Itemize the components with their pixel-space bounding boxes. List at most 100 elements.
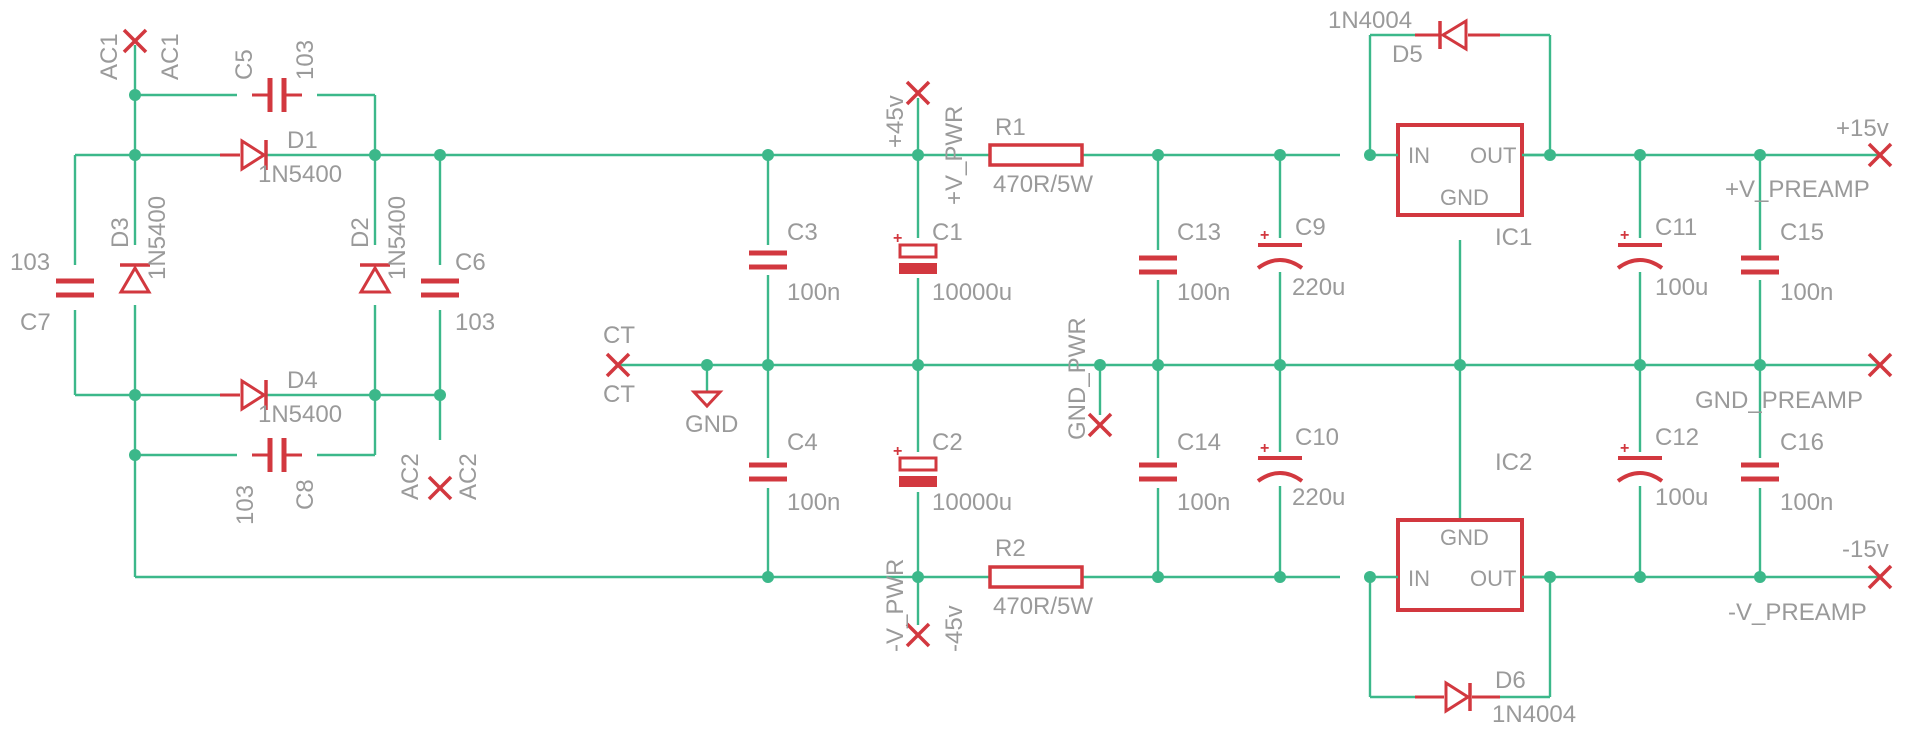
c11-name-label: C11 (1655, 214, 1697, 241)
junction-dot (434, 389, 446, 401)
c1-value-label: 10000u (932, 279, 1012, 306)
diode-d1-icon (220, 138, 268, 172)
svg-text:+: + (1620, 440, 1629, 457)
ac2-terminal-x-icon (427, 475, 453, 501)
d6-name-label: D6 (1495, 667, 1526, 694)
ac1-net-label: AC1 (96, 33, 123, 80)
r1-value-label: 470R/5W (993, 171, 1093, 198)
ic1-gnd-label: GND (1440, 185, 1489, 210)
junction-dot (762, 359, 774, 371)
ct-terminal-x-icon (605, 352, 631, 378)
c15-name-label: C15 (1780, 219, 1824, 246)
neg15-net-label: -15v (1842, 536, 1889, 563)
ac1-terminal-x-icon (122, 28, 148, 54)
junction-dot (1274, 149, 1286, 161)
c6-name-label: C6 (455, 249, 486, 276)
capacitor-c12-electrolytic-icon: + (1615, 440, 1665, 486)
c7-name-label: C7 (20, 309, 51, 336)
junction-dot (1094, 359, 1106, 371)
ct-net-label-2: CT (603, 381, 635, 408)
capacitor-c3-icon (748, 245, 788, 275)
neg45-terminal-x-icon (905, 622, 931, 648)
c9-name-label: C9 (1295, 214, 1326, 241)
r1-name-label: R1 (995, 114, 1026, 141)
capacitor-c15-icon (1740, 250, 1780, 280)
c13-value-label: 100n (1177, 279, 1230, 306)
junction-dot (369, 389, 381, 401)
ic2-out-label: OUT (1470, 566, 1516, 591)
ic1-name-label: IC1 (1495, 224, 1532, 251)
capacitor-c9-electrolytic-icon: + (1255, 227, 1305, 272)
junction-dot (762, 149, 774, 161)
neg15-terminal-x-icon (1867, 564, 1893, 590)
vpreamp-pos-net-label: +V_PREAMP (1725, 176, 1870, 203)
resistor-r1-icon (988, 143, 1084, 167)
ic1-in-label: IN (1408, 143, 1430, 168)
diode-d4-icon (220, 378, 268, 412)
pos15-net-label: +15v (1836, 115, 1889, 142)
capacitor-c1-polarized-icon: + (893, 230, 940, 278)
r2-name-label: R2 (995, 535, 1026, 562)
c13-name-label: C13 (1177, 219, 1221, 246)
junction-dot (1274, 359, 1286, 371)
c4-value-label: 100n (787, 489, 840, 516)
junction-dot (1152, 571, 1164, 583)
junction-dot (1754, 149, 1766, 161)
c6-value-label: 103 (455, 309, 495, 336)
junction-dot (129, 389, 141, 401)
junction-dot (1152, 149, 1164, 161)
capacitor-c8-icon (252, 438, 302, 472)
c14-value-label: 100n (1177, 489, 1230, 516)
r2-value-label: 470R/5W (993, 593, 1093, 620)
d1-name-label: D1 (287, 127, 318, 154)
junctions (129, 89, 1766, 583)
capacitor-c11-electrolytic-icon: + (1615, 227, 1665, 272)
junction-dot (1274, 571, 1286, 583)
regulator-ic1-icon (1396, 123, 1524, 217)
ac1-net-label-2: AC1 (157, 33, 184, 80)
d1-value-label: 1N5400 (258, 161, 342, 188)
capacitor-c16-icon (1740, 458, 1780, 488)
junction-dot (1754, 359, 1766, 371)
c1-name-label: C1 (932, 219, 963, 246)
junction-dot (434, 149, 446, 161)
d5-name-label: D5 (1392, 41, 1423, 68)
d2-name-label: D2 (347, 217, 374, 248)
svg-text:+: + (1620, 227, 1629, 244)
c2-name-label: C2 (932, 429, 963, 456)
junction-dot (129, 149, 141, 161)
gnd-preamp-net-label: GND_PREAMP (1695, 387, 1863, 414)
ac2-net-label-2: AC2 (455, 453, 482, 500)
ac2-net-label: AC2 (397, 453, 424, 500)
gndpreamp-terminal-x-icon (1867, 352, 1893, 378)
d4-value-label: 1N5400 (258, 401, 342, 428)
vpreamp-neg-net-label: -V_PREAMP (1728, 599, 1867, 626)
ic2-name-label: IC2 (1495, 449, 1532, 476)
pos45-net-label: +45v (882, 95, 909, 148)
d5-value-label: 1N4004 (1328, 7, 1412, 34)
capacitor-c2-polarized-icon: + (893, 443, 940, 492)
gndpwr-terminal-x-icon (1087, 412, 1113, 438)
c12-value-label: 100u (1655, 484, 1708, 511)
c8-name-label: C8 (292, 479, 319, 510)
capacitor-c7-icon (55, 270, 95, 305)
capacitor-c5-icon (252, 78, 302, 112)
junction-dot (129, 89, 141, 101)
c5-value-label: 103 (292, 40, 319, 80)
junction-dot (1454, 359, 1466, 371)
d6-value-label: 1N4004 (1492, 701, 1576, 728)
svg-text:+: + (1260, 227, 1269, 244)
diode-d6-icon (1415, 680, 1500, 714)
c5-name-label: C5 (231, 49, 258, 80)
capacitor-c10-electrolytic-icon: + (1255, 440, 1305, 486)
ct-net-label: CT (603, 322, 635, 349)
d3-value-label: 1N5400 (144, 196, 171, 280)
regulator-ic2-icon (1396, 518, 1524, 612)
svg-text:+: + (893, 230, 902, 247)
neg45-net-label: -45v (941, 605, 968, 652)
junction-dot (701, 359, 713, 371)
vpwr-neg-net-label: -V_PWR (882, 559, 909, 652)
c10-value-label: 220u (1292, 484, 1345, 511)
vpwr-pos-net-label: +V_PWR (941, 106, 968, 205)
c11-value-label: 100u (1655, 274, 1708, 301)
